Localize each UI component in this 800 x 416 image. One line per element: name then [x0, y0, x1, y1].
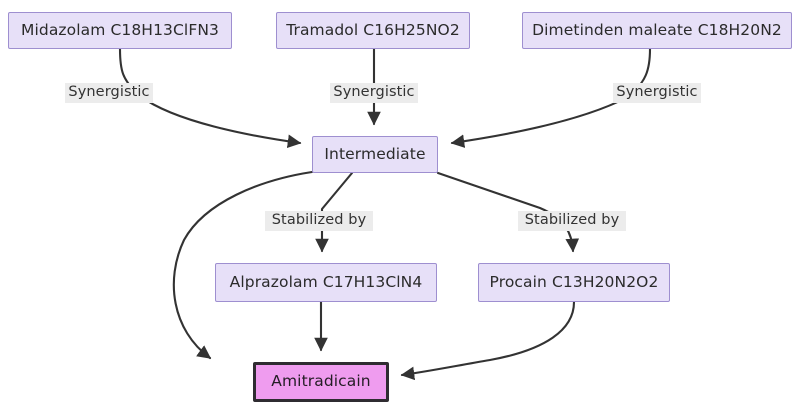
node-label: Dimetinden maleate C18H20N2: [532, 20, 782, 39]
node-label: Intermediate: [324, 144, 426, 163]
edge-label-text: Synergistic: [616, 84, 698, 101]
edge-label-synergistic-dimetinden: Synergistic: [613, 83, 701, 103]
node-label: Procain C13H20N2O2: [489, 272, 659, 291]
edge-label-synergistic-tramadol: Synergistic: [330, 83, 418, 103]
edge-intermediate-to-amitradicain: [172, 170, 314, 360]
edge-procain-to-amitradicain: [400, 300, 576, 381]
node-midazolam[interactable]: Midazolam C18H13ClFN3: [8, 12, 232, 49]
node-dimetinden-maleate[interactable]: Dimetinden maleate C18H20N2: [522, 12, 792, 49]
node-label: Midazolam C18H13ClFN3: [21, 20, 219, 39]
edge-label-text: Synergistic: [68, 84, 150, 101]
node-label: Tramadol C16H25NO2: [286, 20, 460, 39]
node-procain[interactable]: Procain C13H20N2O2: [478, 263, 670, 302]
edge-label-text: Synergistic: [333, 84, 415, 101]
edge-dimetinden-to-intermediate: [450, 47, 652, 148]
node-alprazolam[interactable]: Alprazolam C17H13ClN4: [215, 263, 437, 302]
edge-label-stabilized-by-alprazolam: Stabilized by: [265, 211, 373, 231]
node-label: Alprazolam C17H13ClN4: [229, 272, 423, 291]
edge-label-stabilized-by-procain: Stabilized by: [518, 211, 626, 231]
node-intermediate[interactable]: Intermediate: [312, 136, 438, 173]
node-tramadol[interactable]: Tramadol C16H25NO2: [276, 12, 470, 49]
node-label: Amitradicain: [271, 372, 371, 391]
edge-label-text: Stabilized by: [271, 212, 367, 229]
edge-intermediate-to-alprazolam: [315, 171, 354, 253]
edge-midazolam-to-intermediate: [118, 47, 302, 149]
node-amitradicain[interactable]: Amitradicain: [253, 362, 389, 402]
edge-label-text: Stabilized by: [524, 212, 620, 229]
edge-label-synergistic-midazolam: Synergistic: [65, 83, 153, 103]
